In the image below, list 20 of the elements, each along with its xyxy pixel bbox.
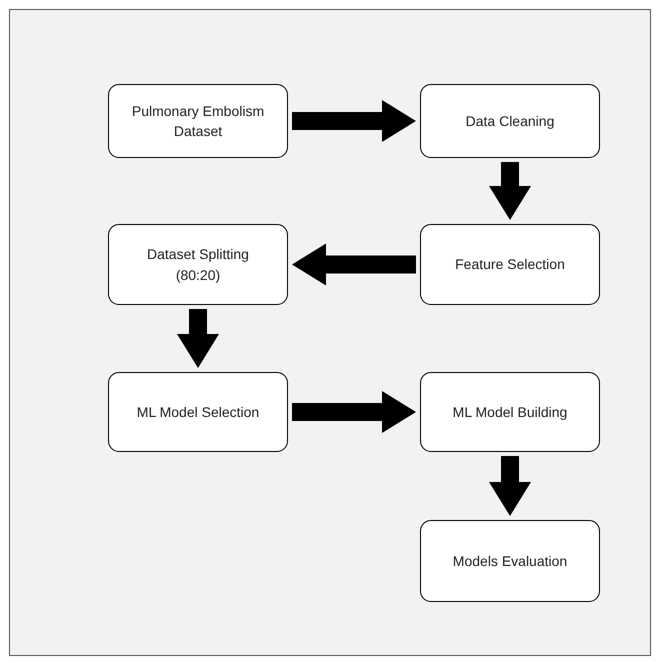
block-arrow [489,456,531,516]
process-box [420,84,600,158]
process-box [420,224,600,305]
step-label: ML Model Selection [136,402,260,422]
step-label: Pulmonary Embolism Dataset [131,102,265,141]
block-arrow [292,244,416,286]
process-box [420,372,600,452]
block-arrow [177,309,219,368]
block-arrow [489,162,531,220]
process-box [108,224,288,305]
step-label: Models Evaluation [452,552,568,571]
step-label: ML Model Building [452,402,568,422]
process-box [108,84,288,158]
process-box [420,520,600,602]
block-arrow [292,100,416,142]
step-label: Dataset Splitting (80:20) [146,245,250,285]
process-box [108,372,288,452]
step-label: Data Cleaning [466,112,554,131]
block-arrow [292,391,416,433]
step-label: Feature Selection [455,255,565,274]
